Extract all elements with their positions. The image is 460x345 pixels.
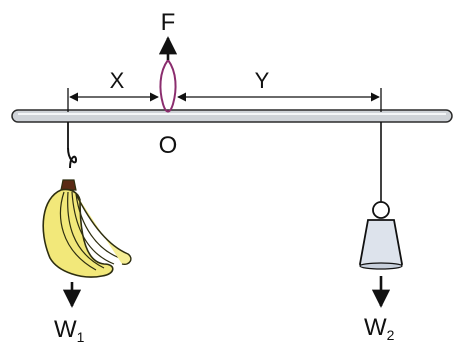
- lever-rod: [11, 109, 453, 123]
- fulcrum-loop: [159, 58, 177, 113]
- x-distance-label: X: [110, 68, 125, 93]
- force-label: F: [161, 9, 176, 36]
- hanging-weight-icon: [359, 122, 403, 270]
- banana-bunch-icon: [42, 122, 132, 278]
- w1-label: W1: [54, 316, 85, 345]
- fulcrum-label: O: [159, 132, 178, 159]
- distance-markers: [67, 88, 382, 112]
- y-distance-label: Y: [255, 68, 270, 93]
- w2-label: W2: [364, 314, 395, 343]
